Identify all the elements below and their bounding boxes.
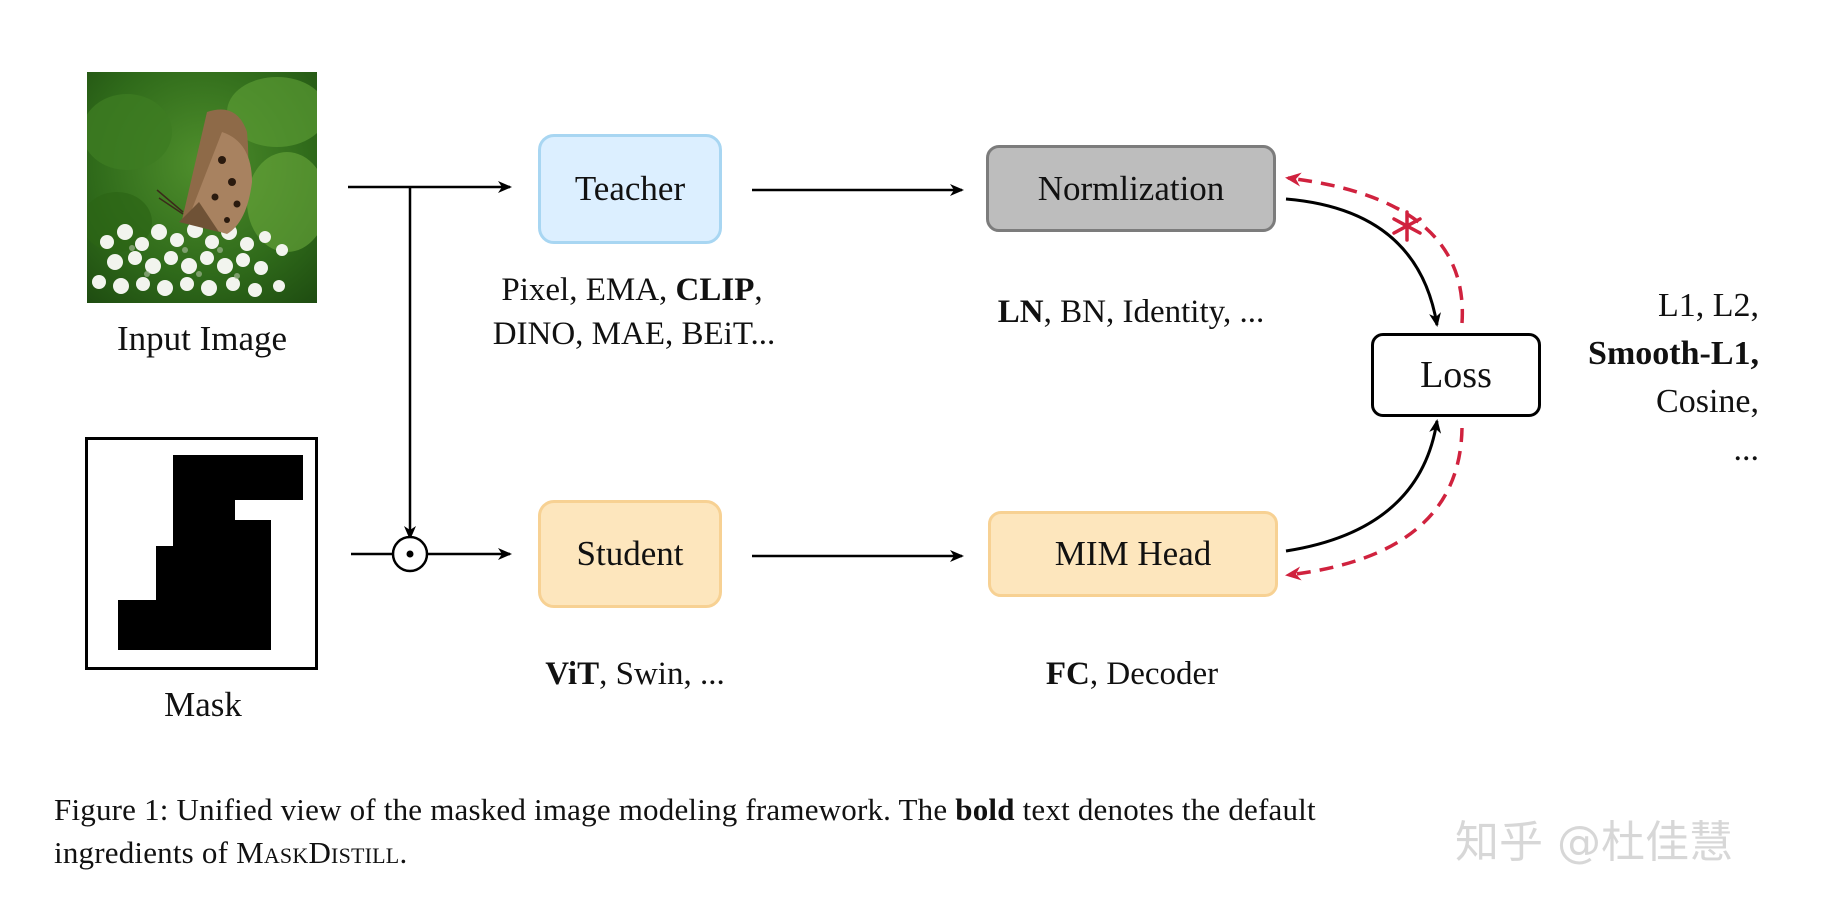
student-options: ViT, Swin, ... — [545, 656, 724, 693]
norm-to-loss-arrow — [1285, 197, 1441, 327]
loss-title: Loss — [1420, 354, 1492, 396]
gradient-arrow — [1285, 427, 1464, 581]
student-default-option: ViT — [545, 656, 600, 692]
butterfly-icon — [87, 72, 317, 303]
student-title: Student — [576, 534, 684, 573]
caption-method-name: MaskDistill — [236, 835, 400, 870]
loss-option-l1l2: L1, L2, — [1657, 287, 1759, 324]
normalization-options: LN, BN, Identity, ... — [998, 294, 1264, 331]
loss-default-option-text: Smooth-L1, — [1588, 335, 1759, 372]
caption-line2-prefix: ingredients of — [54, 835, 237, 870]
mask-image — [85, 437, 318, 670]
teacher-options-line2: DINO, MAE, BEiT... — [492, 316, 776, 352]
student-box: Student — [538, 500, 722, 608]
teacher-box: Teacher — [538, 134, 722, 244]
caption-bold-word: bold — [955, 792, 1015, 827]
stop-gradient-star-icon — [1392, 210, 1422, 242]
mask-label: Mask — [164, 685, 242, 724]
mim-head-title: MIM Head — [1054, 534, 1212, 573]
teacher-title: Teacher — [574, 169, 686, 208]
loss-default-option: Smooth-L1, — [1588, 330, 1759, 378]
loss-option-more: ... — [1733, 431, 1760, 468]
caption-middle: text denotes the default — [1014, 792, 1316, 827]
teacher-default-option: CLIP — [675, 272, 755, 308]
caption-line2: ingredients of MaskDistill. — [54, 831, 1316, 874]
caption-prefix: Figure 1: Unified view of the masked ima… — [54, 792, 956, 827]
mim-head-default-option: FC — [1045, 656, 1090, 692]
loss-option-cosine: Cosine, — [1656, 383, 1759, 420]
input-image-photo — [87, 72, 317, 303]
head-to-loss-arrow — [1285, 419, 1442, 553]
figure-caption: Figure 1: Unified view of the masked ima… — [54, 788, 1316, 874]
mim-head-options: FC, Decoder — [1046, 656, 1218, 693]
loss-options: L1, L2, Smooth-L1, Cosine, ... — [1588, 282, 1759, 474]
watermark: 知乎 @杜佳慧 — [1455, 817, 1733, 868]
teacher-options-prefix: Pixel, EMA, — [501, 272, 676, 308]
normalization-options-rest: , BN, Identity, ... — [1043, 294, 1265, 330]
normalization-title: Normlization — [1037, 168, 1225, 208]
normalization-box: Normlization — [986, 145, 1276, 232]
stop-gradient-arrow — [1285, 172, 1465, 324]
loss-box: Loss — [1371, 333, 1541, 417]
student-options-rest: , Swin, ... — [599, 656, 725, 692]
mask-pattern-icon — [118, 455, 303, 650]
teacher-options-suffix: , — [754, 272, 763, 308]
caption-line1: Figure 1: Unified view of the masked ima… — [54, 788, 1316, 831]
input-image-label: Input Image — [116, 319, 288, 358]
mim-head-box: MIM Head — [988, 511, 1278, 597]
caption-line2-suffix: . — [399, 835, 408, 870]
teacher-options-line1: Pixel, EMA, CLIP, — [501, 272, 762, 309]
mim-head-options-rest: , Decoder — [1089, 656, 1219, 692]
normalization-default-option: LN — [997, 294, 1044, 330]
